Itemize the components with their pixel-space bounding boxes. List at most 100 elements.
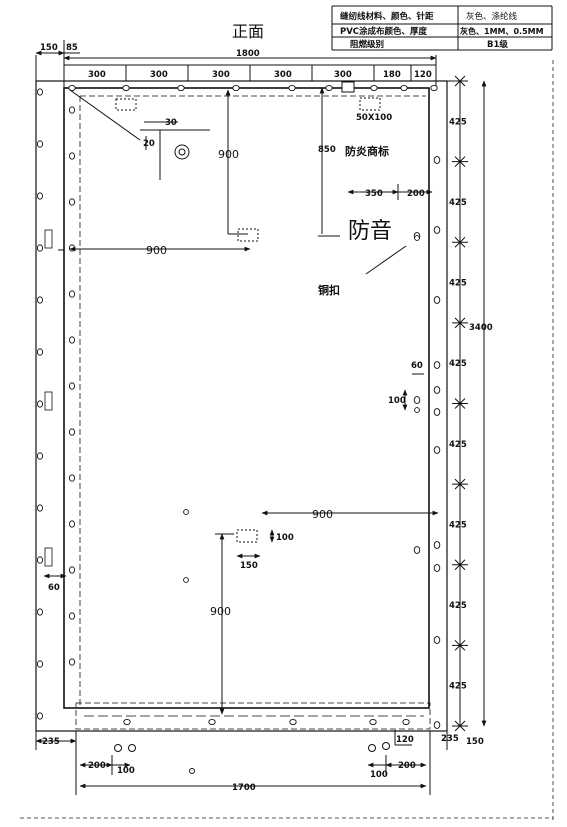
grommet-hole	[289, 718, 297, 726]
soundproof-label: 防音	[348, 219, 392, 244]
spec-row-2-value: B1级	[487, 39, 508, 50]
dim-v900-top: 900	[218, 148, 239, 161]
dim-v900-bottom: 900	[210, 605, 231, 618]
spec-row-2-label: 阻燃级别	[350, 39, 384, 50]
grommet-hole	[433, 636, 441, 644]
grommet-hole	[36, 88, 44, 96]
dim-235-right: 235	[441, 734, 459, 744]
dim-seg-5: 180	[383, 70, 401, 80]
grommet-hole	[433, 226, 441, 234]
grommet-hole	[68, 106, 76, 114]
grommet-hole	[369, 718, 377, 726]
grommet-hole	[433, 296, 441, 304]
dim-left-margin: 150	[40, 43, 58, 53]
dim-seg-4: 300	[334, 70, 352, 80]
grommet-hole	[68, 474, 76, 482]
grommet-hole	[402, 718, 410, 726]
grommet-hole	[36, 192, 44, 200]
grommet-hole	[36, 244, 44, 252]
grommet-hole	[208, 718, 216, 726]
dim-seg-6: 120	[414, 70, 432, 80]
dim-left-offset: 85	[66, 43, 78, 53]
grommet-hole	[68, 566, 76, 574]
grommet-hole	[68, 382, 76, 390]
spec-row-1-value: 灰色、1MM、0.5MM	[460, 26, 544, 36]
dim-100-label: 100	[276, 533, 294, 543]
grommet-hole	[433, 446, 441, 454]
grommet-hole	[400, 84, 408, 92]
grommet-hole	[36, 400, 44, 408]
dim-235-left: 235	[42, 737, 60, 747]
grommet-hole	[68, 152, 76, 160]
dim-h900-left: 900	[146, 244, 167, 257]
grommet-hole	[36, 296, 44, 304]
dim-100-right: 100	[388, 396, 406, 406]
grommet-hole	[413, 546, 421, 554]
dim-total-bottom: 1700	[232, 783, 256, 793]
dim-150-right: 150	[466, 737, 484, 747]
panel-outline	[35, 80, 448, 732]
grommet-hole	[288, 84, 296, 92]
grommet-hole	[413, 396, 421, 404]
grommet-hole	[123, 718, 131, 726]
grommet-hole	[177, 84, 185, 92]
grommet-hole	[68, 290, 76, 298]
spec-row-0-value: 灰色、涤纶线	[466, 11, 518, 22]
grommet-hole	[68, 336, 76, 344]
spec-table	[331, 5, 553, 51]
trademark-label: 防炎商标	[345, 144, 389, 158]
grommet-hole	[430, 84, 438, 92]
dim-seg-1: 300	[150, 70, 168, 80]
dim-350: 350	[365, 189, 383, 199]
dim-hole-y: 20	[143, 139, 155, 149]
copper-buckle-label: 铜扣	[317, 283, 340, 297]
grommet-hole	[122, 84, 130, 92]
grommet-hole	[68, 658, 76, 666]
grommet-hole	[68, 244, 76, 252]
grommet-hole	[183, 509, 189, 515]
dim-200-top: 200	[407, 189, 425, 199]
grommet-hole	[68, 84, 76, 92]
top-dimension-chain	[35, 40, 437, 90]
dim-right-seg-6: 425	[449, 601, 467, 611]
grommet-hole	[36, 452, 44, 460]
dim-right-seg-5: 425	[449, 520, 467, 530]
dim-200-right: 200	[398, 761, 416, 771]
dim-60-left: 60	[48, 583, 60, 593]
grommet-hole	[36, 660, 44, 668]
dim-150-label: 150	[240, 561, 258, 571]
grommet-hole	[68, 198, 76, 206]
dim-100-bottom-right: 100	[370, 770, 388, 780]
dim-right-seg-1: 425	[449, 198, 467, 208]
dim-right-seg-3: 425	[449, 359, 467, 369]
spec-row-1-label: PVC涂成布颜色、厚度	[340, 26, 428, 37]
grommet-hole	[414, 235, 420, 241]
trademark-size: 50X100	[356, 113, 392, 123]
dim-hole-x: 30	[165, 118, 177, 128]
dim-seg-0: 300	[88, 70, 106, 80]
dim-right-seg-0: 425	[449, 117, 467, 127]
spec-row-0-label: 缝纫线材料、颜色、针距	[340, 11, 434, 22]
grommet-hole	[433, 361, 441, 369]
grommet-hole	[370, 84, 378, 92]
grommet-hole	[36, 556, 44, 564]
dim-60-right: 60	[411, 361, 423, 371]
grommet-hole	[433, 408, 441, 416]
dim-total-height: 3400	[469, 323, 493, 333]
dim-right-seg-4: 425	[449, 440, 467, 450]
dim-right-seg-2: 425	[449, 279, 467, 289]
left-edge-slots	[44, 229, 53, 567]
grommet-hole	[36, 348, 44, 356]
drawing-title: 正面	[232, 22, 264, 41]
grommet-hole	[36, 608, 44, 616]
grommet-hole	[433, 721, 441, 729]
grommet-hole	[433, 564, 441, 572]
grommet-hole	[433, 156, 441, 164]
grommet-hole	[183, 577, 189, 583]
dim-200-left: 200	[88, 761, 106, 771]
grommet-hole	[433, 541, 441, 549]
grommet-hole	[36, 712, 44, 720]
dim-100-left: 100	[117, 766, 135, 776]
dim-v850: 850	[318, 145, 336, 155]
